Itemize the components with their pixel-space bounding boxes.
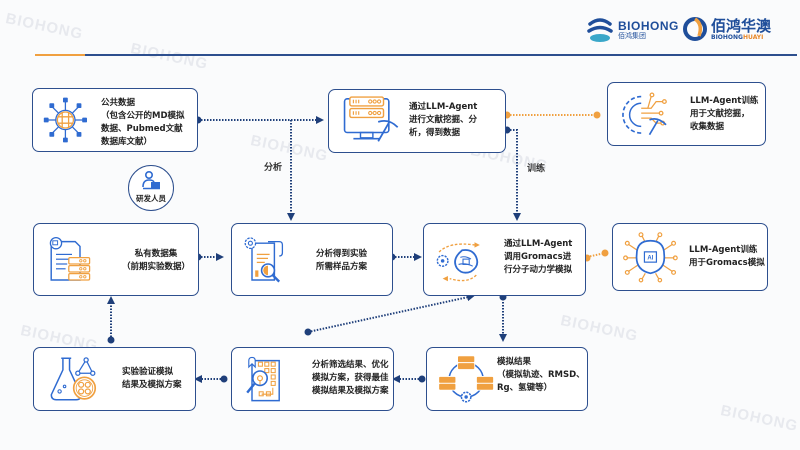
node-text: 分析得到实验 所需样品方案 <box>316 249 368 272</box>
node-optimize: 分析筛选结果、优化 模拟方案，获得最佳 模拟结果及模拟方案 <box>231 347 394 411</box>
node-llm-mining: 通过LLM-Agent 进行文献挖掘、分 析，得到数据 <box>328 89 506 153</box>
node-text: 模拟结果 （模拟轨迹、RMSD、 Rg、氢键等） <box>497 357 585 393</box>
node-sample-plan: 分析得到实验 所需样品方案 <box>231 223 393 296</box>
header-line-accent <box>35 54 85 56</box>
watermark: BIOHONG <box>129 40 210 73</box>
server-cluster-icon <box>438 355 494 403</box>
node-llm-train-lit: LLM-Agent训练 用于文献挖掘， 收集数据 <box>607 82 766 146</box>
biohong-logo-icon <box>587 18 613 42</box>
edge-training-down <box>507 129 521 221</box>
node-sim-results: 模拟结果 （模拟轨迹、RMSD、 Rg、氢键等） <box>426 347 588 411</box>
globe-network-icon <box>43 97 87 143</box>
document-database-icon <box>49 236 91 281</box>
document-analysis-icon <box>244 236 284 282</box>
node-text: 分析筛选结果、优化 模拟方案，获得最佳 模拟结果及模拟方案 <box>312 360 389 396</box>
edge-dot <box>220 375 228 383</box>
edge-label-analysis: 分析 <box>264 163 283 173</box>
edge-dot <box>304 328 312 336</box>
watermark: BIOHONG <box>559 312 640 345</box>
logo-name-en: BIOHONGHUAYI <box>711 33 764 41</box>
node-text: 通过LLM-Agent 进行文献挖掘、分 析，得到数据 <box>409 102 478 138</box>
edge-optimize-to-gromacs <box>307 293 475 333</box>
researcher-badge: 研发人员 <box>128 165 174 211</box>
svg-text:AI: AI <box>647 256 653 262</box>
node-llm-train-gromacs: AI LLM-Agent训练 用于Gromacs模拟 <box>612 223 768 291</box>
node-text: LLM-Agent训练 用于文献挖掘， 收集数据 <box>690 96 759 132</box>
node-text: LLM-Agent训练 用于Gromacs模拟 <box>689 245 765 268</box>
node-gromacs-sim: 通过LLM-Agent 调用Gromacs进 行分子动力学模拟 <box>423 223 586 296</box>
huayi-logo-icon <box>683 17 707 41</box>
node-text: 实验验证模拟 结果及模拟方案 <box>122 367 182 390</box>
server-monitor-pickaxe-icon <box>343 96 399 142</box>
edge-train-gromacs-to-gromacs <box>586 252 606 258</box>
edge-dot-orange <box>593 111 601 119</box>
person-laptop-icon <box>142 170 160 190</box>
document-search-icon <box>246 356 280 402</box>
flask-molecule-icon <box>50 357 97 401</box>
researcher-label: 研发人员 <box>136 194 166 203</box>
node-public-data: 公共数据 （包含公开的MD模拟 数据、Pubmed文献 数据库文献） <box>32 88 198 152</box>
ai-brain-circuit-icon: AI <box>623 232 678 283</box>
brain-cycle-icon <box>436 241 480 281</box>
watermark: BIOHONG <box>4 10 85 43</box>
node-validation: 实验验证模拟 结果及模拟方案 <box>33 347 196 411</box>
edge-dot <box>107 336 115 344</box>
logo-biohong-group: BIOHONG 佰鸿集团 <box>586 16 679 44</box>
node-text: 私有数据集 （前期实验数据） <box>122 249 191 272</box>
node-text: 公共数据 （包含公开的MD模拟 数据、Pubmed文献 数据库文献） <box>101 98 185 147</box>
edge-dot-orange <box>601 249 609 257</box>
edge-label-training: 训练 <box>527 164 546 174</box>
logo-name-cn: 佰鸿华澳 <box>711 16 772 35</box>
logo-biohong-huayi: 佰鸿华澳 BIOHONGHUAYI <box>683 16 771 42</box>
node-private-data: 私有数据集 （前期实验数据） <box>33 223 199 296</box>
watermark: BIOHONG <box>719 402 800 435</box>
edge-dot <box>418 375 426 383</box>
header-line <box>85 54 797 56</box>
logo-subtitle: 佰鸿集团 <box>618 31 646 40</box>
node-text: 通过LLM-Agent 调用Gromacs进 行分子动力学模拟 <box>504 239 573 275</box>
watermark: BIOHONG <box>249 132 330 165</box>
gear-circuit-pickaxe-icon <box>622 92 667 136</box>
logo-name: BIOHONG <box>618 18 679 33</box>
